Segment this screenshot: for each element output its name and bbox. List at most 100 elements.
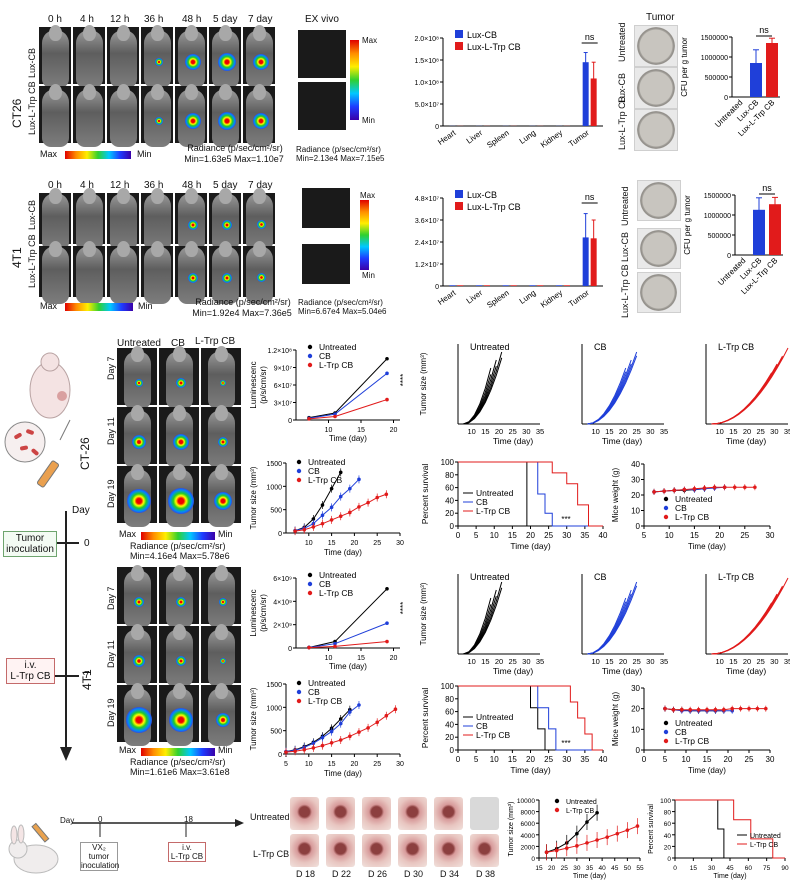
y-tick-label: 60 [445, 708, 454, 717]
y-tick-label: 1000 [266, 484, 282, 491]
wound-photo [362, 797, 391, 830]
timepoint-label: 4 h [80, 180, 94, 191]
ivis-day-label: Day 19 [106, 698, 116, 727]
y-axis-label: (p/s/cm/sr) [259, 594, 268, 632]
colorbar-min: Min [218, 529, 233, 539]
bar [769, 204, 781, 255]
x-category-label: Spleen [485, 288, 511, 310]
rabbit-day18: 18 [184, 815, 193, 824]
timepoint-label: 0 h [48, 14, 62, 25]
ivis-mouse-image [201, 345, 241, 409]
ivis-mouse-image [141, 24, 173, 88]
x-tick-label: 15 [328, 540, 336, 547]
spider-title: CB [594, 342, 607, 352]
x-axis-label: Time (day) [329, 434, 367, 443]
x-tick-label: 60 [745, 865, 753, 872]
luminescence-signal [176, 597, 186, 608]
ivis-group-label: L-Trp CB [195, 336, 236, 347]
x-tick-label: 15 [328, 761, 336, 768]
luminescence-signal [185, 54, 201, 71]
individual-curve [711, 363, 778, 425]
individual-curve [463, 589, 497, 655]
luminescence-signal [176, 378, 186, 389]
y-tick-label: 500000 [708, 233, 731, 240]
rabbit-day-label: D 34 [440, 869, 460, 879]
luminescence-signal [155, 117, 163, 126]
ivis-mouse-image [107, 24, 139, 88]
ivis-mouse-image [209, 83, 241, 147]
x-axis-label: Time (day) [573, 873, 606, 880]
x-tick-label: 30 [766, 755, 775, 764]
y-tick-label: 40 [664, 833, 672, 840]
individual-curve [711, 602, 773, 655]
rabbit-day-label: Day [60, 816, 75, 825]
x-tick-label: 5 [642, 531, 647, 540]
y-tick-label: 80 [664, 810, 672, 817]
y-axis-label: Tumor size (mm³) [508, 802, 515, 857]
x-category-label: Heart [436, 288, 458, 307]
legend-label: Untreated [319, 342, 357, 352]
wound-photo [434, 834, 463, 867]
wound-photo [434, 797, 463, 830]
y-tick-label: 9×10⁷ [274, 366, 293, 373]
luminescence-signal [132, 435, 146, 450]
rabbit-iv-box: i.v. L-Trp CB [168, 842, 206, 862]
y-tick-label: 0 [278, 752, 282, 759]
data-point [307, 417, 311, 421]
model-label-4t1: 4T1 [10, 247, 24, 268]
legend-label: Lux-CB [467, 30, 497, 40]
colorbar-max: Max [362, 36, 378, 45]
luminescence-signal [220, 380, 226, 387]
individual-curve [711, 586, 783, 655]
ivis-mouse-image [201, 404, 241, 468]
x-tick-label: 0 [642, 755, 647, 764]
x-category-label: Tumor [567, 288, 591, 309]
ivis-mouse-image [73, 240, 105, 304]
colorbar-max: Max [40, 301, 58, 311]
data-point [385, 397, 389, 402]
y-tick-label: 20 [631, 491, 640, 500]
luminescence-signal [256, 273, 266, 283]
colorbar-max: Max [360, 191, 376, 200]
y-tick-label: 20 [445, 733, 454, 742]
ivis-radiance-range: Radiance (p/sec/cm²/sr) Min=4.16e4 Max=5… [130, 541, 230, 561]
y-tick-label: 1000 [266, 705, 282, 712]
ivis-mouse-image [201, 564, 241, 628]
colorbar-min: Min [362, 116, 375, 125]
ivis-image-grid-4t1 [39, 187, 279, 304]
colorbar-min: Min [362, 271, 375, 280]
timepoint-label: 36 h [144, 180, 164, 191]
colorbar-max: Max [119, 745, 137, 755]
x-tick-label: 25 [632, 657, 640, 666]
x-tick-label: 10 [665, 531, 674, 540]
bar [564, 285, 570, 286]
ivis-mouse-image [117, 345, 157, 409]
individual-curve [711, 594, 778, 655]
legend-swatch [307, 353, 313, 359]
ivis-mouse-image [209, 24, 241, 88]
series-line [675, 799, 785, 859]
tumor-inoculation-box: Tumor inoculation [3, 531, 57, 557]
series-line [675, 799, 785, 859]
x-axis-label: Time (day) [493, 666, 533, 676]
legend-label: L-Trp CB [308, 696, 342, 706]
luminescence-signal [222, 272, 232, 283]
data-point [385, 586, 389, 591]
rabbit-illustration [8, 822, 59, 874]
individual-curve [587, 593, 632, 655]
series-line [308, 372, 388, 419]
x-tick-label: 10 [591, 657, 599, 666]
legend-swatch [296, 459, 302, 465]
wound-photo [398, 834, 427, 867]
mouse-injection-illustration [4, 352, 71, 488]
ivis-mouse-image [243, 240, 275, 304]
timepoint-label: 36 h [144, 14, 164, 25]
x-tick-label: 15 [357, 427, 365, 434]
x-tick-label: 25 [373, 540, 381, 547]
series-line [458, 685, 603, 751]
y-tick-label: 40 [445, 496, 454, 505]
legend-label: CB [308, 687, 320, 697]
significance-label: *** [561, 515, 570, 524]
x-tick-label: 10 [682, 755, 691, 764]
plate-image [637, 228, 681, 269]
